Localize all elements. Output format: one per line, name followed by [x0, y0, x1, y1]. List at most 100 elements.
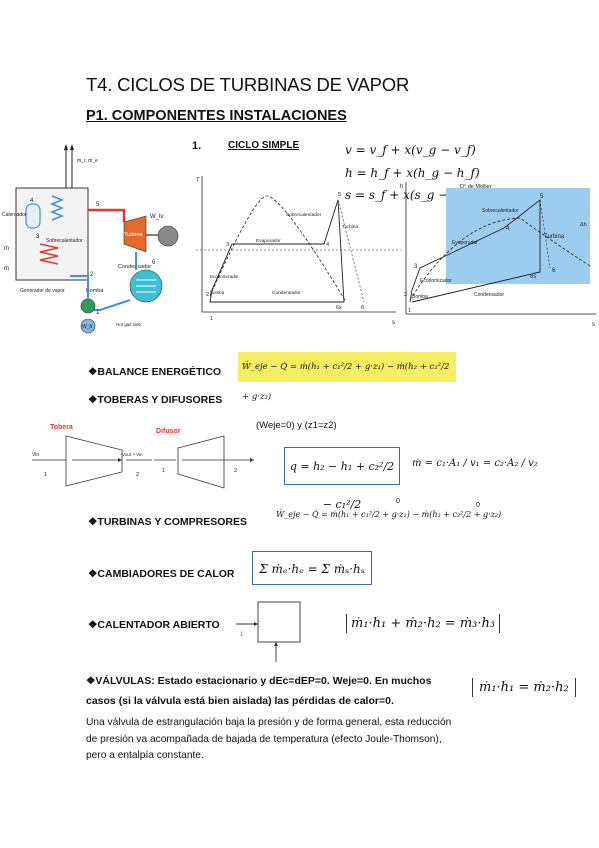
diffuser-outlet: 2	[234, 468, 237, 474]
diffuser-inlet: 1	[162, 468, 165, 474]
turbina-label: Turbina	[124, 232, 143, 238]
ts-bomba: Bomba	[210, 290, 225, 295]
open-heater-diagram: 1	[236, 601, 301, 662]
heater-inlet: 1	[240, 632, 244, 638]
turbinas-label: ❖TURBINAS Y COMPRESORES	[88, 516, 247, 528]
hs-diagram: h s D° de Mollier Δh Sobrecalentador Tur…	[400, 182, 596, 328]
valvulas-line-1: ❖VÁLVULAS: Estado estacionario y dEc=dEP…	[86, 675, 432, 687]
generator-wheel	[157, 225, 179, 247]
hs-economizador: Economizador	[420, 278, 452, 284]
plant-point-2: 2	[90, 272, 94, 278]
section-ciclo-simple: CICLO SIMPLE	[228, 140, 300, 151]
ts-turbina: Turbina	[342, 224, 358, 230]
plant-point-1: 1	[96, 310, 100, 316]
paragraph-line-3: pero a entalpía constante.	[86, 750, 204, 761]
equation-h: h = h_f + x(h_g − h_f)	[345, 166, 480, 180]
page-title: T4. CICLOS DE TURBINAS DE VAPOR	[86, 74, 410, 95]
hs-point-1: 1	[408, 308, 411, 314]
hs-delta-h: Δh	[580, 222, 587, 228]
diffuser-shape	[177, 435, 225, 489]
ts-point-6: 6	[361, 305, 364, 311]
equation-v: v = v_f + x(v_g − v_f)	[345, 143, 476, 157]
ts-point-6s: 6s	[336, 305, 342, 311]
toberas-label: ❖TOBERAS Y DIFUSORES	[88, 394, 223, 406]
wb-label: W_b	[82, 324, 93, 330]
turbinas-zero-1: 0	[396, 498, 400, 505]
heater-box	[257, 601, 301, 643]
generador-label: Generador de vapor	[20, 288, 65, 294]
plant-point-5: 5	[96, 202, 100, 208]
ts-condensador: Condensador	[272, 290, 301, 296]
nozzle-diffuser-diagram: Vin Vout > Vin 1 2 1 2	[32, 435, 254, 489]
ts-point-5: 5	[338, 192, 341, 198]
hs-point-5: 5	[540, 194, 544, 200]
balance-label: ❖BALANCE ENERGÉTICO	[88, 366, 222, 378]
hs-bomba: Bomba	[412, 294, 428, 300]
paragraph-line-2: de presión va acompañada de bajada de te…	[86, 733, 442, 745]
plant-point-3: 3	[36, 234, 40, 240]
nozzle-inlet: 1	[44, 472, 47, 478]
section-number: 1.	[192, 140, 202, 152]
wt-label: W_tv	[150, 214, 164, 220]
toberas-note: (Weje=0) y (z1=z2)	[256, 420, 337, 431]
cambiadores-label: ❖CAMBIADORES DE CALOR	[88, 568, 235, 580]
nozzle-vout: Vout > Vin	[122, 452, 143, 457]
difusor-label: Difusor	[156, 428, 181, 435]
hs-cycle	[409, 199, 541, 303]
plant-top-label: ṁ_r, ṁ_e	[77, 158, 98, 164]
tobera-mass-equation: ṁ = c₁·A₁ / v₁ = c₂·A₂ / v₂	[412, 458, 538, 469]
valvulas-line-2: casos (si la válvula está bien aislada) …	[86, 695, 394, 707]
ts-dome	[209, 195, 347, 303]
ts-axis-t: T	[196, 178, 200, 184]
nozzle-shape	[65, 435, 123, 487]
nozzle-vin: Vin	[32, 452, 39, 458]
paragraph-line-1: Una válvula de estrangulación baja la pr…	[86, 717, 452, 728]
ts-point-2: 2	[206, 292, 209, 298]
bomba-label: Bomba	[86, 288, 104, 294]
ts-economizador: Economizador	[210, 274, 239, 279]
turbine-shape	[123, 215, 147, 253]
red-coil	[39, 243, 59, 265]
mdot-label-1: ṁ	[4, 246, 9, 252]
nozzle-outlet: 2	[136, 472, 139, 478]
turbinas-equation: Ẇ_eje − Q̇ = ṁ(h₁ + c₁²/2 + g·z₁) − ṁ(h₂…	[276, 510, 502, 519]
hs-condensador: Condensador	[474, 292, 504, 298]
hs-sobrecalentador: Sobrecalentador	[482, 208, 519, 214]
mollier-background	[446, 188, 590, 284]
ts-point-3: 3	[226, 242, 229, 248]
ts-diagram: T s Sobrecalentador Turbina Evaporador E…	[196, 176, 401, 326]
plant-diagram: ṁ_r, ṁ_e Calentador Sobrecalentador Gene…	[2, 144, 179, 334]
ts-point-4: 4	[326, 242, 329, 248]
calentador-label: Calentador	[2, 212, 27, 218]
calentador-label: ❖CALENTADOR ABIERTO	[88, 619, 220, 631]
section-heading-p1: P1. COMPONENTES INSTALACIONES	[86, 108, 347, 124]
ts-cycle	[209, 199, 345, 303]
hs-axis-h: h	[400, 184, 403, 190]
hs-evaporador: Evaporador	[452, 240, 478, 246]
valvulas-equation: ṁ₁·h₁ = ṁ₂·h₂	[472, 678, 576, 697]
steam-pipe	[88, 208, 126, 222]
hot-water-label: Hot gas side	[116, 322, 142, 327]
hs-point-2: 2	[404, 292, 407, 298]
blue-coil	[49, 195, 65, 221]
hs-dome	[409, 217, 591, 301]
hs-title: D° de Mollier	[460, 184, 492, 190]
calentador-drum	[25, 203, 41, 229]
generator-box	[15, 187, 89, 281]
hs-point-6s: 6s	[530, 274, 536, 280]
hs-point-4: 4	[506, 226, 510, 232]
equation-s: s = s_f + x(s_g − s_f)	[345, 188, 474, 202]
mdot-label-2: ṁ	[4, 266, 9, 272]
ts-axis-s: s	[392, 320, 395, 326]
tobera-label: Tobera	[50, 424, 73, 431]
hs-axis-s: s	[592, 322, 595, 328]
pump-shape	[80, 298, 96, 314]
hs-turbina: Turbina	[544, 234, 565, 240]
ts-sobrecalentador: Sobrecalentador	[286, 212, 322, 218]
ts-evaporador: Evaporador	[256, 238, 281, 244]
valvulas-text: ❖VÁLVULAS: Estado estacionario y dEc=dEP…	[86, 671, 466, 711]
balance-equation: Ẇ_eje − Q̇ = ṁ(h₁ + c₁²/2 + g·z₁) − ṁ(h₂…	[238, 352, 456, 402]
plant-point-4: 4	[30, 198, 34, 204]
hs-point-6: 6	[552, 268, 556, 274]
cambiadores-equation: Σ ṁₑ·hₑ = Σ ṁₛ·hₛ	[252, 551, 372, 585]
